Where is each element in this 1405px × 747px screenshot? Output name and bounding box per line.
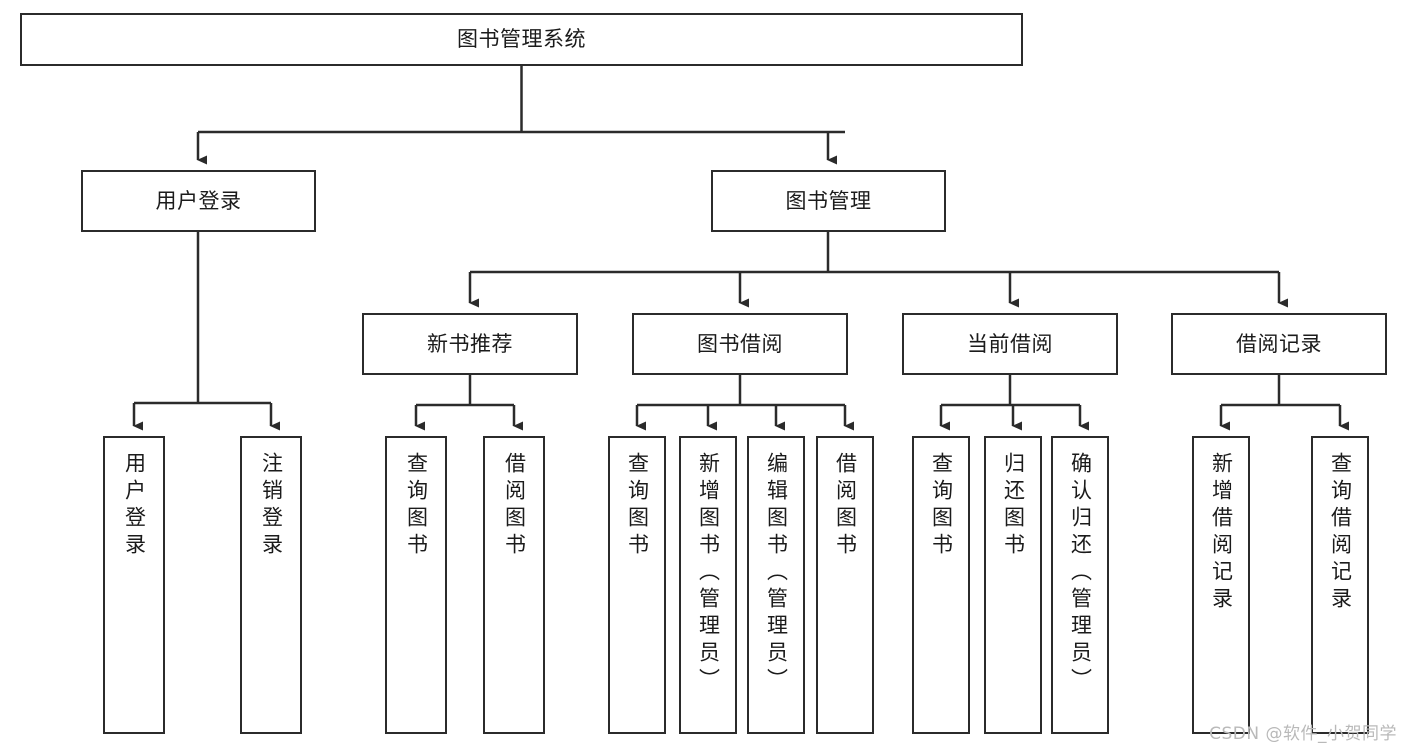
leaf-add-record[interactable]: 新增借阅记录 <box>1192 436 1250 734</box>
leaf-return-book[interactable]: 归还图书 <box>984 436 1042 734</box>
csdn-watermark: CSDN @软件_小贺同学 <box>1209 724 1397 744</box>
node-borrow-record[interactable]: 借阅记录 <box>1171 313 1387 375</box>
node-label: 编辑图书（管理员） <box>764 452 789 695</box>
leaf-edit-book[interactable]: 编辑图书（管理员） <box>747 436 805 734</box>
node-label: 借阅图书 <box>502 452 527 560</box>
node-book-manage[interactable]: 图书管理 <box>711 170 946 232</box>
leaf-logout[interactable]: 注销登录 <box>240 436 302 734</box>
leaf-query-record[interactable]: 查询借阅记录 <box>1311 436 1369 734</box>
node-label: 归还图书 <box>1001 452 1026 560</box>
node-current-borrow[interactable]: 当前借阅 <box>902 313 1118 375</box>
node-root[interactable]: 图书管理系统 <box>20 13 1023 66</box>
node-new-book-recommend[interactable]: 新书推荐 <box>362 313 578 375</box>
node-label: 当前借阅 <box>967 331 1053 356</box>
node-label: 用户登录 <box>155 188 242 213</box>
node-label: 注销登录 <box>259 452 284 560</box>
node-label: 查询图书 <box>929 452 954 560</box>
leaf-query-book-borrow[interactable]: 查询图书 <box>608 436 666 734</box>
leaf-confirm-return[interactable]: 确认归还（管理员） <box>1051 436 1109 734</box>
node-label: 新书推荐 <box>427 331 513 356</box>
node-label: 新增图书（管理员） <box>696 452 721 695</box>
node-label: 借阅记录 <box>1236 331 1322 356</box>
leaf-query-book-rec[interactable]: 查询图书 <box>385 436 447 734</box>
leaf-user-login[interactable]: 用户登录 <box>103 436 165 734</box>
node-label: 图书管理 <box>785 188 872 213</box>
node-label: 查询图书 <box>404 452 429 560</box>
node-label: 查询图书 <box>625 452 650 560</box>
node-label: 图书管理系统 <box>457 27 586 52</box>
node-book-borrow[interactable]: 图书借阅 <box>632 313 848 375</box>
node-label: 查询借阅记录 <box>1328 452 1353 614</box>
node-label: 确认归还（管理员） <box>1068 452 1093 695</box>
node-label: 用户登录 <box>122 452 147 560</box>
leaf-query-book-current[interactable]: 查询图书 <box>912 436 970 734</box>
node-label: 新增借阅记录 <box>1209 452 1234 614</box>
leaf-borrow-book-rec[interactable]: 借阅图书 <box>483 436 545 734</box>
node-user-login[interactable]: 用户登录 <box>81 170 316 232</box>
node-label: 图书借阅 <box>697 331 783 356</box>
leaf-borrow-book[interactable]: 借阅图书 <box>816 436 874 734</box>
node-label: 借阅图书 <box>833 452 858 560</box>
leaf-add-book[interactable]: 新增图书（管理员） <box>679 436 737 734</box>
